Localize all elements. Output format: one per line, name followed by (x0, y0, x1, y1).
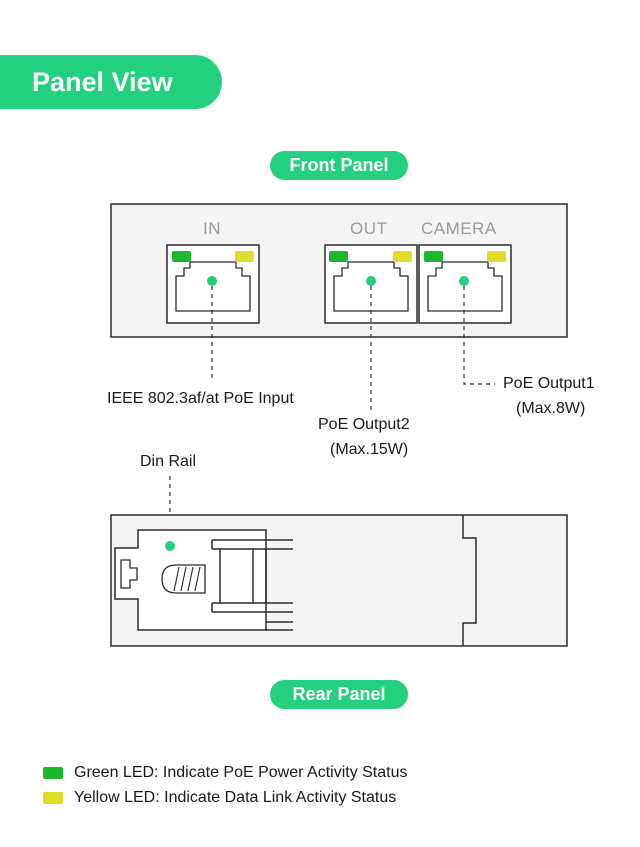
port-label-camera: CAMERA (421, 219, 497, 238)
green-led-swatch (43, 767, 63, 779)
poe-input-callout: IEEE 802.3af/at PoE Input (107, 390, 294, 407)
legend-yellow-text: Yellow LED: Indicate Data Link Activity … (74, 789, 397, 806)
in-yellow-led (235, 251, 254, 262)
din-rail-marker (165, 541, 175, 551)
out-yellow-led (393, 251, 412, 262)
poe-output1-max: (Max.8W) (516, 400, 586, 417)
rear-panel-body (110, 514, 568, 647)
poe-output1-callout: PoE Output1 (503, 375, 595, 392)
port-in (166, 244, 260, 324)
out-port-marker (366, 276, 376, 286)
poe-output2-callout: PoE Output2 (318, 416, 410, 433)
camera-yellow-led (487, 251, 506, 262)
port-camera (418, 244, 512, 324)
legend-green-text: Green LED: Indicate PoE Power Activity S… (74, 764, 408, 781)
front-panel-heading: Front Panel (270, 151, 408, 180)
in-port-marker (207, 276, 217, 286)
din-rail-callout: Din Rail (140, 453, 197, 470)
port-label-out: OUT (350, 219, 388, 238)
camera-port-marker (459, 276, 469, 286)
leader-lines (169, 286, 495, 541)
rear-panel-heading: Rear Panel (270, 680, 408, 709)
port-label-in: IN (203, 219, 221, 238)
title-banner: Panel View (0, 55, 222, 109)
yellow-led-swatch (43, 792, 63, 804)
page-title: Panel View (32, 67, 173, 97)
poe-output2-max: (Max.15W) (330, 441, 409, 458)
in-green-led (172, 251, 191, 262)
out-green-led (329, 251, 348, 262)
camera-green-led (424, 251, 443, 262)
